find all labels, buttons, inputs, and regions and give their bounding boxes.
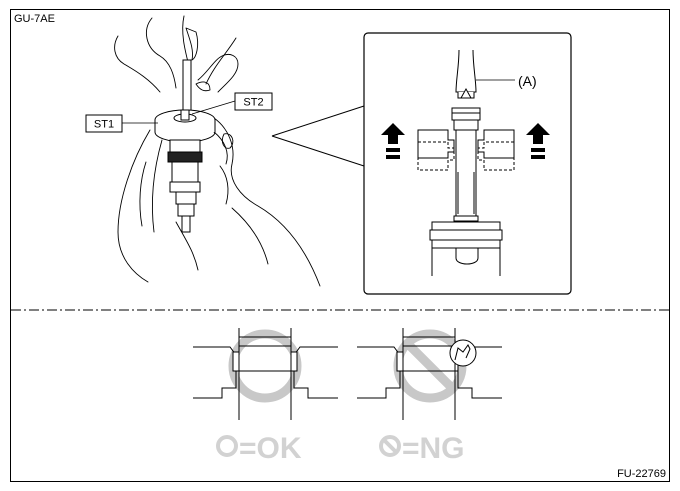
ok-symbol-icon (216, 435, 238, 457)
section-code: GU-7AE (14, 13, 55, 25)
zoom-detail-box (363, 32, 572, 295)
svg-text:=NG: =NG (402, 432, 465, 465)
zoom-pointer (271, 105, 365, 167)
svg-text:=OK: =OK (239, 432, 302, 465)
hand-illustration (114, 15, 321, 287)
injector-with-tools (154, 59, 216, 233)
svg-text:(A): (A) (518, 73, 537, 89)
svg-text:ST2: ST2 (243, 97, 263, 109)
legend-ng: =NG (379, 432, 465, 465)
legend-ok: =OK (216, 432, 302, 465)
figure-number: FU-22769 (617, 468, 666, 480)
ok-section-view (193, 328, 338, 420)
zoom-detail (417, 49, 515, 276)
up-arrow-left-icon (381, 123, 405, 159)
callout-st2: ST2 (191, 92, 273, 115)
ng-symbol-icon (379, 435, 401, 457)
svg-text:ST1: ST1 (94, 119, 114, 131)
callout-st1: ST1 (85, 114, 158, 133)
outer-frame (10, 9, 670, 482)
up-arrow-right-icon (526, 123, 550, 159)
ng-section-view (357, 328, 502, 420)
ng-prohibited-icon (393, 329, 467, 403)
callout-a: (A) (476, 73, 537, 89)
ok-circle-icon (228, 329, 302, 403)
